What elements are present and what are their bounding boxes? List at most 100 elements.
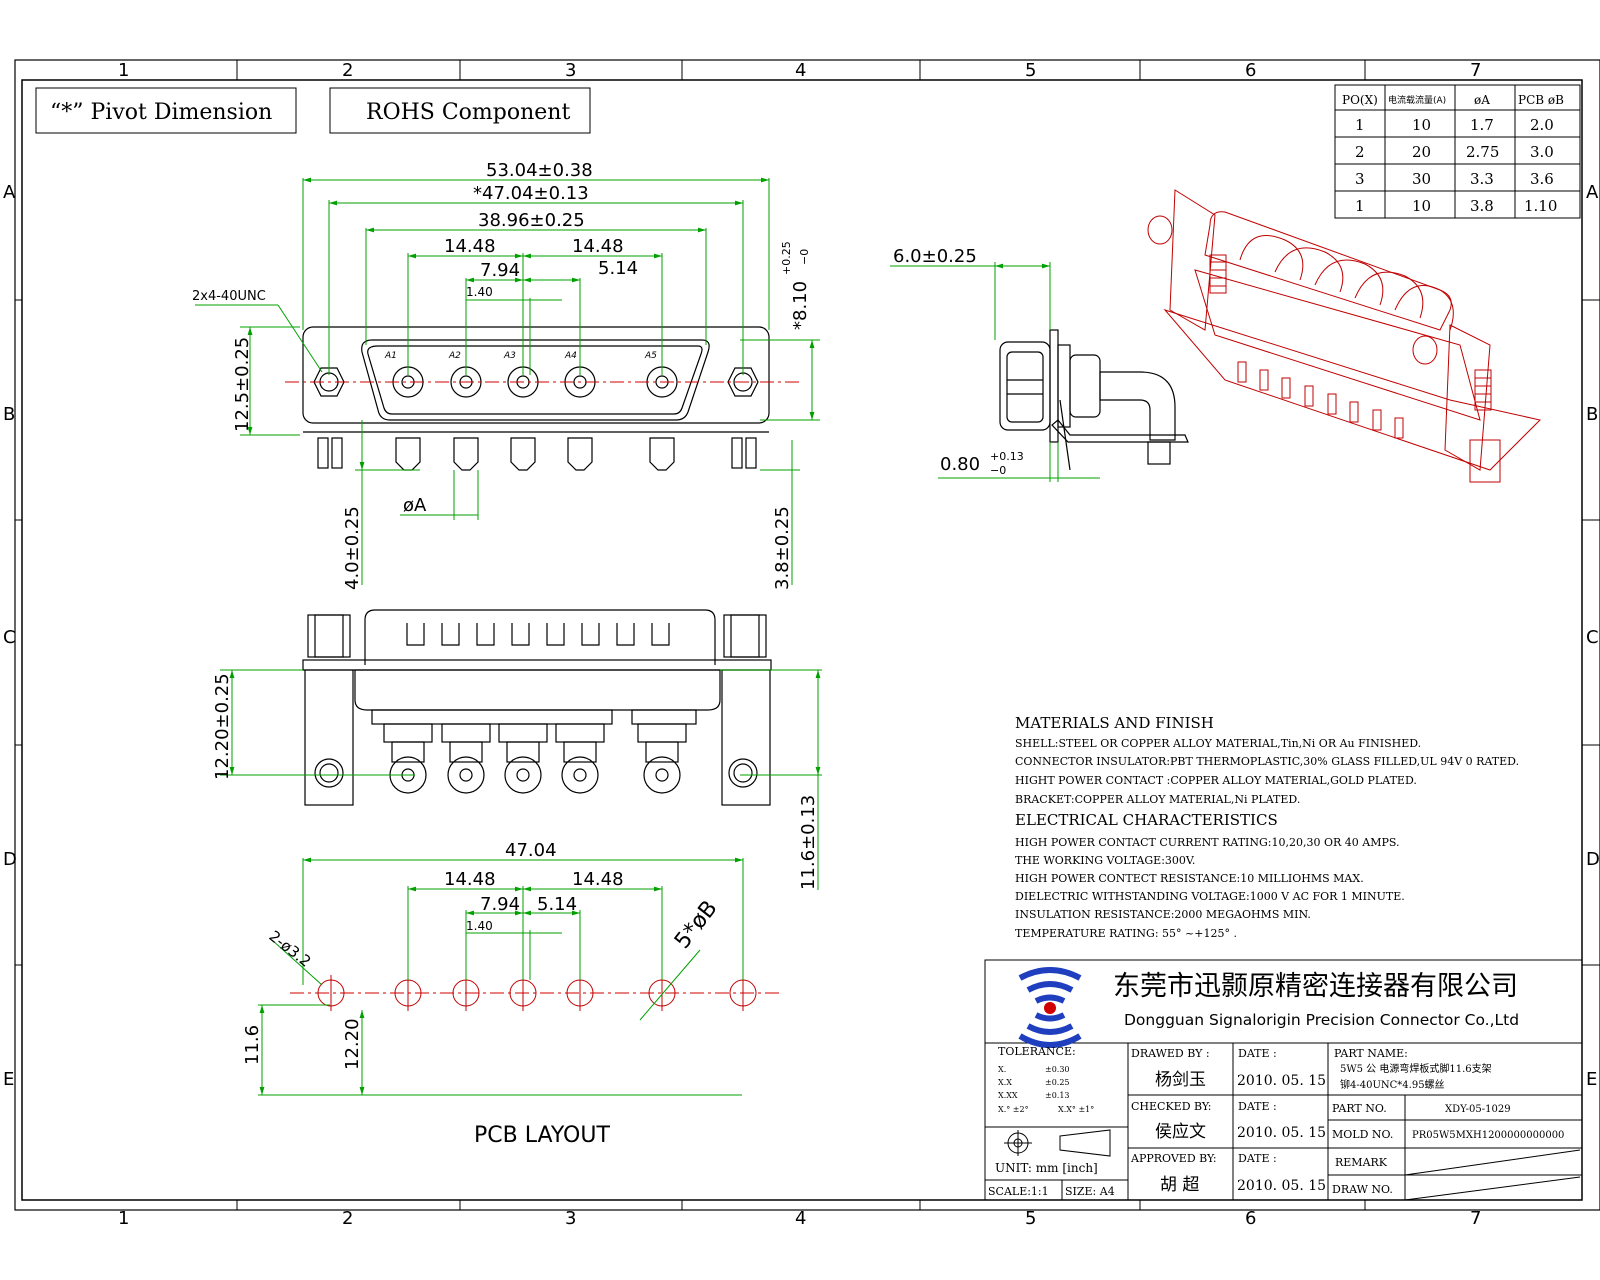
- iso-top: [1204, 211, 1452, 331]
- zone-row-e: E: [3, 1069, 14, 1090]
- date-2: 2010. 05. 15: [1237, 1125, 1326, 1141]
- drawn-by-name: 杨剑玉: [1155, 1070, 1206, 1090]
- zone-col-4: 4: [795, 60, 806, 81]
- d-shell-inner: [367, 345, 703, 415]
- zone-row-e-right: E: [1586, 1069, 1597, 1090]
- rating-table: PO(X) 电流载流量(A) øA PCB øB 1 10 1.7 2.0 2 …: [1334, 84, 1581, 219]
- dim-pin-dia: øA: [403, 495, 427, 516]
- zone-row-b: B: [3, 404, 15, 425]
- front-bracket-left: [304, 669, 354, 806]
- front-nut-right: [723, 614, 767, 658]
- cell-0-1: 10: [1412, 116, 1431, 134]
- cell-1-1: 20: [1412, 143, 1431, 161]
- pcb-dim-inner-right: 5.14: [537, 894, 577, 915]
- label-a3: A3: [503, 351, 516, 361]
- zone-labels: 1 2 3 4 5 6 7 1 2 3 4 5 6 7 A B C D E A …: [3, 60, 1600, 1229]
- front-nut-left-inner: [314, 614, 344, 658]
- side-dim-tol-plus: +0.13: [990, 450, 1024, 463]
- iso-bracket-right: [1444, 324, 1491, 471]
- dim-pin-len-left: 4.0±0.25: [342, 506, 363, 590]
- rohs-label: ROHS Component: [366, 100, 570, 125]
- dim-inner-right: 5.14: [598, 258, 638, 279]
- front-contacts: [383, 723, 687, 794]
- side-screw: [1147, 441, 1171, 465]
- checked-by-name: 侯应文: [1155, 1122, 1206, 1142]
- side-shell-inner: [1006, 351, 1044, 423]
- part-name-line-2: 铆4-40UNC*4.95螺丝: [1340, 1078, 1445, 1091]
- pcb-dim-h2: 12.20: [342, 1018, 363, 1070]
- zone-col-2-bottom: 2: [342, 1208, 353, 1229]
- materials-line-1: SHELL:STEEL OR COPPER ALLOY MATERIAL,Tin…: [1015, 737, 1421, 750]
- cell-2-2: 3.3: [1470, 170, 1494, 188]
- size-label: SIZE: A4: [1065, 1185, 1115, 1198]
- side-insulator: [1057, 344, 1071, 428]
- side-dim-tol-minus: −0: [990, 464, 1006, 477]
- cell-3-3: 1.10: [1524, 197, 1557, 215]
- zone-row-a: A: [3, 182, 16, 203]
- tol-angle-2: X.X° ±1°: [1058, 1105, 1094, 1114]
- cell-3-1: 10: [1412, 197, 1431, 215]
- table-body: 1 10 1.7 2.0 2 20 2.75 3.0 3 30 3.3 3.6 …: [1355, 116, 1557, 215]
- tol-x: X.: [998, 1065, 1006, 1074]
- label-a1: A1: [384, 351, 397, 361]
- side-bracket: [1051, 419, 1189, 443]
- zone-row-c: C: [3, 627, 16, 648]
- tolerance-table: X. ±0.30 X.X ±0.25 X.XX ±0.13 X.° ±2° X.…: [998, 1065, 1094, 1114]
- tol-xxx: X.XX: [998, 1091, 1018, 1100]
- projection-symbol: [1004, 1129, 1111, 1157]
- front-bracket-hole-right: [728, 758, 758, 788]
- tol-angle: X.° ±2°: [998, 1105, 1029, 1114]
- draw-no-label: DRAW NO.: [1332, 1183, 1393, 1196]
- pcb-dim-offset: 1.40: [466, 919, 493, 933]
- front-dim-left: 12.20±0.25: [212, 673, 233, 780]
- tol-xx: X.X: [998, 1078, 1012, 1087]
- electrical-line-6: TEMPERATURE RATING: 55° ~+125° .: [1015, 927, 1237, 940]
- outer-frame: [14, 59, 1600, 1211]
- dim-height: 12.5±0.25: [232, 337, 253, 432]
- flange-outline: [302, 326, 770, 424]
- iso-view: [1147, 189, 1541, 483]
- materials-line-4: BRACKET:COPPER ALLOY MATERIAL,Ni PLATED.: [1015, 793, 1300, 806]
- label-a2: A2: [448, 351, 461, 361]
- cell-0-2: 1.7: [1470, 116, 1494, 134]
- cell-2-0: 3: [1355, 170, 1365, 188]
- thread-callout: 2x4-40UNC: [192, 289, 266, 304]
- iso-bracket-left: [1169, 189, 1216, 331]
- electrical-heading: ELECTRICAL CHARACTERISTICS: [1015, 811, 1278, 829]
- checked-by-label: CHECKED BY:: [1131, 1100, 1212, 1113]
- part-name-label: PART NAME:: [1334, 1047, 1408, 1060]
- dim-depth: *8.10: [790, 281, 811, 330]
- pcb-dim-overall: 47.04: [505, 840, 557, 861]
- front-dimension-lines: [220, 669, 822, 890]
- cell-2-1: 30: [1412, 170, 1431, 188]
- cell-0-0: 1: [1355, 116, 1365, 134]
- side-body: [1069, 354, 1101, 418]
- materials-line-3: HIGHT POWER CONTACT :COPPER ALLOY MATERI…: [1015, 774, 1417, 787]
- dim-inner-left: 7.94: [480, 260, 520, 281]
- pcb-layout: 47.04 14.48 14.48 7.94 5.14 1.40 2-ø3.2 …: [242, 840, 780, 1148]
- dim-pin-len-right: 3.8±0.25: [772, 506, 793, 590]
- table-header-current: 电流载流量(A): [1388, 94, 1446, 106]
- zone-col-7-bottom: 7: [1470, 1208, 1481, 1229]
- front-insulator: [371, 709, 613, 725]
- contact-labels: A1 A2 A3 A4 A5: [384, 351, 657, 361]
- zone-col-6-bottom: 6: [1245, 1208, 1256, 1229]
- top-pins: [303, 431, 769, 471]
- iso-slots: [1237, 361, 1404, 439]
- approved-by-label: APPROVED BY:: [1130, 1152, 1217, 1165]
- front-bracket-hole-left: [314, 758, 344, 788]
- dim-overall: 53.04±0.38: [486, 160, 593, 181]
- inner-frame: [21, 79, 1583, 1201]
- cell-1-3: 3.0: [1530, 143, 1554, 161]
- label-a4: A4: [564, 351, 577, 361]
- materials-heading: MATERIALS AND FINISH: [1015, 714, 1214, 732]
- front-body: [354, 669, 721, 711]
- date-3: 2010. 05. 15: [1237, 1178, 1326, 1194]
- pcb-dim-pitch-right: 14.48: [572, 869, 624, 890]
- table-header-pcb: PCB øB: [1518, 93, 1564, 107]
- zone-col-1: 1: [118, 60, 129, 81]
- zone-row-c-right: C: [1586, 627, 1599, 648]
- zone-col-3: 3: [565, 60, 576, 81]
- table-header-pin: øA: [1474, 93, 1490, 107]
